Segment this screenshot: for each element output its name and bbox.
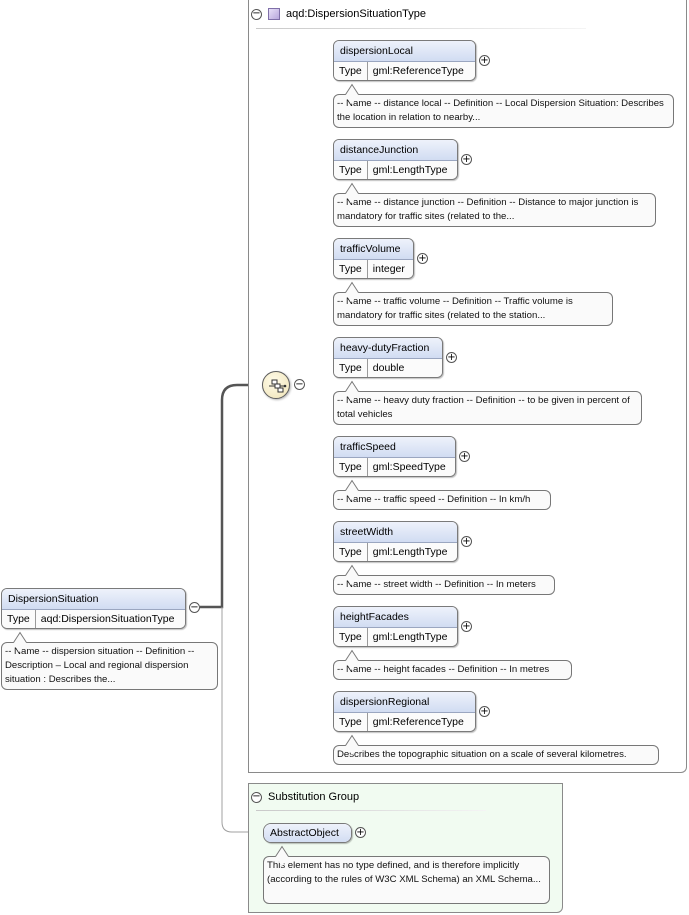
- element-annotation: -- Name -- distance local -- Definition …: [333, 83, 674, 128]
- type-value: gml:ReferenceType: [372, 716, 464, 728]
- type-label: Type: [334, 458, 368, 476]
- expand-icon[interactable]: +: [479, 705, 490, 717]
- substitution-group-title: Substitution Group: [268, 791, 360, 803]
- type-label: Type: [334, 161, 368, 179]
- type-value: gml:ReferenceType: [372, 65, 464, 77]
- expand-icon[interactable]: +: [461, 535, 472, 547]
- expand-icon[interactable]: +: [461, 153, 472, 165]
- element-streetWidth[interactable]: streetWidth Type gml:LengthType: [333, 521, 458, 562]
- substitution-annotation: This element has no type defined, and is…: [263, 845, 550, 904]
- element-name: heightFacades: [334, 607, 457, 628]
- expand-icon[interactable]: +: [479, 54, 490, 66]
- element-name: dispersionRegional: [334, 692, 475, 713]
- type-value: gml:LengthType: [372, 546, 448, 558]
- element-type-row: Type integer: [334, 260, 413, 278]
- type-frame-title: aqd:DispersionSituationType: [286, 8, 427, 20]
- element-annotation: -- Name -- traffic speed -- Definition -…: [333, 479, 551, 510]
- type-label: Type: [334, 260, 368, 278]
- element-distanceJunction[interactable]: distanceJunction Type gml:LengthType: [333, 139, 458, 180]
- element-type-row: Type double: [334, 359, 442, 377]
- element-annotation: -- Name -- street width -- Definition --…: [333, 564, 555, 595]
- element-type-row: Type aqd:DispersionSituationType: [2, 610, 185, 628]
- type-value: aqd:DispersionSituationType: [40, 613, 175, 625]
- expand-icon[interactable]: +: [446, 351, 457, 363]
- type-value: double: [372, 362, 405, 374]
- type-value: gml:LengthType: [372, 631, 448, 643]
- element-heightFacades[interactable]: heightFacades Type gml:LengthType: [333, 606, 458, 647]
- type-label: Type: [334, 713, 368, 731]
- element-heavy-dutyFraction[interactable]: heavy-dutyFraction Type double: [333, 337, 443, 378]
- element-type-row: Type gml:SpeedType: [334, 458, 455, 476]
- root-to-substitution-connector: [221, 607, 262, 833]
- element-type-row: Type gml:LengthType: [334, 628, 457, 646]
- element-dispersionRegional[interactable]: dispersionRegional Type gml:ReferenceTyp…: [333, 691, 476, 732]
- root-collapse-icon[interactable]: −: [189, 601, 200, 613]
- element-name: AbstractObject: [264, 824, 351, 842]
- element-name: distanceJunction: [334, 140, 457, 161]
- expand-icon[interactable]: +: [459, 450, 470, 462]
- element-annotation: -- Name -- distance junction -- Definiti…: [333, 182, 656, 227]
- element-name: DispersionSituation: [2, 589, 185, 610]
- type-frame-collapse-icon[interactable]: −: [251, 8, 262, 20]
- type-value: gml:SpeedType: [372, 461, 446, 473]
- element-trafficSpeed[interactable]: trafficSpeed Type gml:SpeedType: [333, 436, 456, 477]
- element-trafficVolume[interactable]: trafficVolume Type integer: [333, 238, 414, 279]
- element-name: dispersionLocal: [334, 41, 475, 62]
- type-frame-header: − aqd:DispersionSituationType: [251, 8, 426, 20]
- element-dispersionLocal[interactable]: dispersionLocal Type gml:ReferenceType: [333, 40, 476, 81]
- type-value: gml:LengthType: [372, 164, 448, 176]
- expand-icon[interactable]: +: [461, 620, 472, 632]
- root-annotation: -- Name -- dispersion situation -- Defin…: [1, 631, 218, 690]
- element-name: trafficVolume: [334, 239, 413, 260]
- element-annotation: Describes the topographic situation on a…: [333, 734, 659, 765]
- element-name: heavy-dutyFraction: [334, 338, 442, 359]
- expand-icon[interactable]: +: [417, 252, 428, 264]
- type-label: Type: [334, 543, 368, 561]
- type-label: Type: [2, 610, 36, 628]
- expand-icon[interactable]: +: [355, 826, 366, 838]
- root-to-sequence-connector: [200, 383, 262, 609]
- root-element-DispersionSituation[interactable]: DispersionSituation Type aqd:DispersionS…: [1, 588, 186, 629]
- substitution-collapse-icon[interactable]: −: [251, 791, 262, 803]
- element-annotation: -- Name -- heavy duty fraction -- Defini…: [333, 380, 642, 425]
- element-type-row: Type gml:LengthType: [334, 161, 457, 179]
- element-name: streetWidth: [334, 522, 457, 543]
- element-type-row: Type gml:ReferenceType: [334, 62, 475, 80]
- type-label: Type: [334, 359, 368, 377]
- element-annotation: -- Name -- height facades -- Definition …: [333, 649, 572, 680]
- type-label: Type: [334, 628, 368, 646]
- complex-type-icon: [268, 8, 280, 20]
- type-label: Type: [334, 62, 368, 80]
- element-name: trafficSpeed: [334, 437, 455, 458]
- element-type-row: Type gml:ReferenceType: [334, 713, 475, 731]
- substitution-group-header: − Substitution Group: [251, 791, 359, 803]
- element-AbstractObject[interactable]: AbstractObject: [263, 823, 352, 843]
- element-annotation: -- Name -- traffic volume -- Definition …: [333, 281, 613, 326]
- sequence-compositor-icon[interactable]: [262, 371, 290, 399]
- sequence-collapse-icon[interactable]: −: [294, 378, 305, 390]
- element-type-row: Type gml:LengthType: [334, 543, 457, 561]
- type-value: integer: [372, 263, 405, 275]
- type-frame: [248, 0, 687, 773]
